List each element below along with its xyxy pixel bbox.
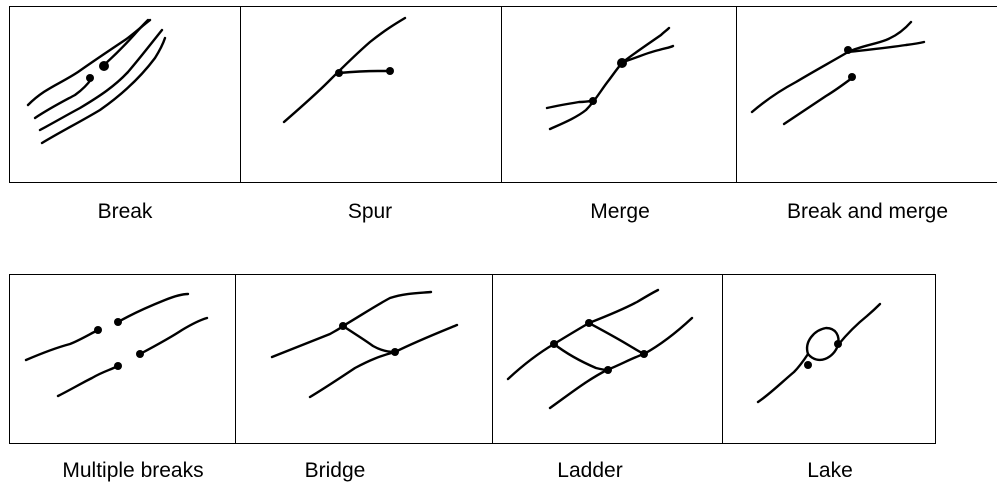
panel-divider bbox=[736, 6, 737, 183]
road-line bbox=[750, 20, 913, 114]
break-endpoint bbox=[114, 362, 122, 370]
ladder-rung bbox=[552, 342, 610, 372]
road-line bbox=[756, 352, 810, 404]
merge-panel-drawing bbox=[545, 26, 675, 131]
break-endpoint bbox=[136, 350, 144, 358]
road-line bbox=[782, 76, 854, 126]
panel-caption: Bridge bbox=[304, 459, 366, 482]
top-row-frame bbox=[9, 6, 997, 183]
bridge-line bbox=[341, 324, 397, 354]
panel-caption: Merge bbox=[590, 200, 650, 223]
road-line bbox=[548, 316, 694, 410]
panel-caption: Break and merge bbox=[786, 200, 949, 223]
multiple-breaks-panel-drawing bbox=[24, 292, 209, 398]
panel-caption: Ladder bbox=[557, 459, 623, 482]
ladder-junction bbox=[585, 319, 593, 327]
panel-caption: Spur bbox=[347, 200, 393, 223]
panel-divider bbox=[501, 6, 502, 183]
panel-caption: Multiple breaks bbox=[62, 459, 204, 482]
road-line bbox=[548, 26, 671, 131]
spur-panel-drawing bbox=[282, 16, 407, 124]
panel-caption: Lake bbox=[807, 459, 853, 482]
lake-panel-drawing bbox=[756, 302, 882, 404]
break-endpoint bbox=[86, 74, 94, 82]
break-endpoint bbox=[94, 326, 102, 334]
ladder-rung bbox=[587, 321, 646, 356]
road-line bbox=[38, 28, 164, 132]
panel-caption: Break bbox=[97, 200, 153, 223]
ladder-junction bbox=[604, 366, 612, 374]
road-line bbox=[26, 18, 152, 107]
bridge-junction bbox=[339, 322, 347, 330]
merge-junction bbox=[617, 58, 627, 68]
spur-junction bbox=[335, 69, 343, 77]
spur-endpoint bbox=[386, 67, 394, 75]
panel-divider bbox=[492, 274, 493, 444]
road-line bbox=[846, 40, 926, 54]
break-panel-drawing bbox=[26, 18, 167, 145]
bridge-panel-drawing bbox=[270, 290, 459, 399]
break-endpoint bbox=[99, 61, 109, 71]
road-line bbox=[102, 18, 150, 67]
road-line bbox=[308, 323, 459, 399]
ladder-junction bbox=[550, 340, 558, 348]
break-and-merge-panel-drawing bbox=[750, 20, 926, 126]
panel-divider bbox=[240, 6, 241, 183]
lake-loop bbox=[805, 326, 840, 362]
panel-divider bbox=[235, 274, 236, 444]
bottom-row-frame bbox=[9, 274, 936, 444]
merge-junction bbox=[589, 97, 597, 105]
road-line bbox=[506, 288, 660, 381]
lake-junction bbox=[834, 340, 842, 348]
road-line bbox=[545, 99, 595, 110]
road-line bbox=[282, 16, 407, 124]
bridge-junction bbox=[391, 348, 399, 356]
break-endpoint bbox=[848, 73, 856, 81]
break-endpoint bbox=[114, 318, 122, 326]
ladder-panel-drawing bbox=[506, 288, 694, 410]
lake-junction bbox=[804, 361, 812, 369]
road-line bbox=[138, 316, 209, 356]
ladder-junction bbox=[640, 350, 648, 358]
road-line bbox=[56, 364, 120, 398]
road-line bbox=[621, 44, 675, 64]
road-line bbox=[33, 76, 94, 120]
merge-junction bbox=[844, 46, 852, 54]
road-line bbox=[116, 292, 190, 324]
road-line bbox=[24, 328, 100, 362]
panel-divider bbox=[722, 274, 723, 444]
road-line bbox=[40, 36, 167, 145]
road-line bbox=[836, 302, 882, 347]
spur-line bbox=[337, 69, 392, 75]
